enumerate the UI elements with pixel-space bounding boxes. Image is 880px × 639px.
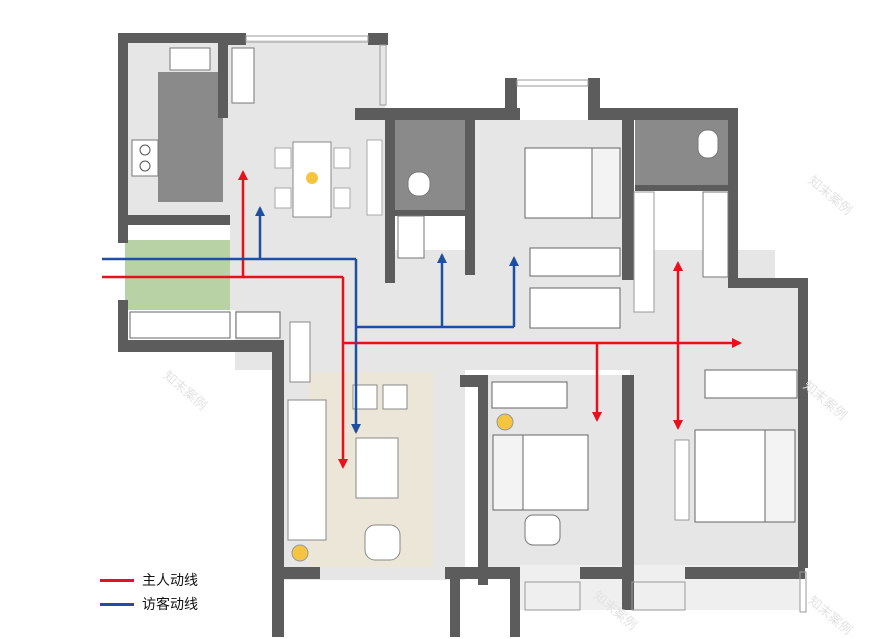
wardrobe-3: [491, 381, 568, 409]
wall: [445, 567, 520, 579]
legend-guest-route: 访客动线: [100, 592, 260, 616]
toilet: [407, 171, 431, 197]
lamp-3: [496, 413, 514, 431]
wall: [118, 33, 228, 43]
dining-chair: [333, 187, 351, 209]
dining-chair: [274, 147, 292, 169]
stove-burner: [139, 160, 151, 172]
stove-burner: [139, 144, 151, 156]
wall: [622, 375, 634, 610]
bed-2-pillows: [591, 147, 621, 219]
wall: [685, 567, 805, 579]
vanity: [397, 215, 425, 259]
washbasin: [231, 47, 255, 104]
wall: [460, 375, 482, 387]
window: [245, 35, 369, 43]
wall: [465, 120, 475, 275]
wall: [218, 33, 228, 118]
legend-owner-route: 主人动线: [100, 568, 260, 592]
bathroom-1: [395, 120, 470, 210]
guest-route: [102, 206, 519, 434]
wall: [272, 340, 284, 637]
shoe-cabinet: [289, 321, 311, 383]
wall: [280, 567, 320, 579]
wall: [385, 210, 470, 216]
armchair: [382, 384, 408, 410]
master-dresser: [674, 439, 690, 521]
wall: [635, 185, 730, 191]
windows: [245, 35, 807, 613]
wall: [505, 78, 517, 120]
wall: [125, 215, 230, 225]
dining-chair: [333, 147, 351, 169]
window: [799, 571, 807, 613]
furniture: [129, 47, 798, 562]
wall: [798, 278, 808, 568]
legend-guest-swatch: [100, 602, 134, 606]
bed-master-pillows: [764, 429, 796, 523]
window: [524, 581, 581, 611]
fridge: [235, 311, 281, 339]
desk-chair-3: [524, 514, 561, 546]
table-lamp: [306, 172, 318, 184]
wall: [450, 567, 460, 637]
wall: [728, 108, 738, 278]
wall: [622, 120, 634, 280]
lounge-chair: [364, 524, 401, 561]
legend: 主人动线 访客动线: [100, 568, 260, 616]
wall: [588, 108, 738, 120]
wardrobe-2-lower: [529, 287, 621, 329]
bathroom-2-vanity: [702, 191, 729, 278]
wall: [385, 108, 520, 120]
owner-route: [102, 170, 742, 469]
wall: [385, 108, 395, 283]
side-lamp: [291, 544, 309, 562]
cabinet: [366, 139, 383, 216]
dining-chair: [274, 187, 292, 209]
entry-cabinet: [129, 311, 231, 339]
wall: [580, 567, 632, 579]
wall: [728, 278, 808, 288]
wall: [118, 340, 283, 352]
wall: [368, 33, 388, 45]
wall: [118, 33, 128, 243]
wall: [510, 567, 520, 637]
kitchen-sink: [169, 47, 211, 71]
bed-3-pillows: [492, 434, 524, 511]
shelf: [633, 191, 655, 313]
coffee-table: [355, 437, 399, 499]
legend-owner-label: 主人动线: [142, 573, 198, 589]
wall: [118, 300, 128, 350]
window: [516, 79, 589, 87]
kitchen-counter: [158, 72, 223, 202]
stove: [131, 139, 159, 177]
toilet-2: [697, 129, 719, 159]
walls: [118, 33, 808, 637]
legend-owner-swatch: [100, 578, 134, 582]
balcony-green: [125, 240, 230, 310]
window: [379, 44, 387, 106]
wall: [478, 375, 488, 585]
window: [631, 581, 686, 611]
legend-guest-label: 访客动线: [142, 597, 198, 613]
wardrobe-master: [704, 369, 798, 399]
sofa: [287, 399, 327, 541]
wardrobe-2: [529, 247, 621, 277]
